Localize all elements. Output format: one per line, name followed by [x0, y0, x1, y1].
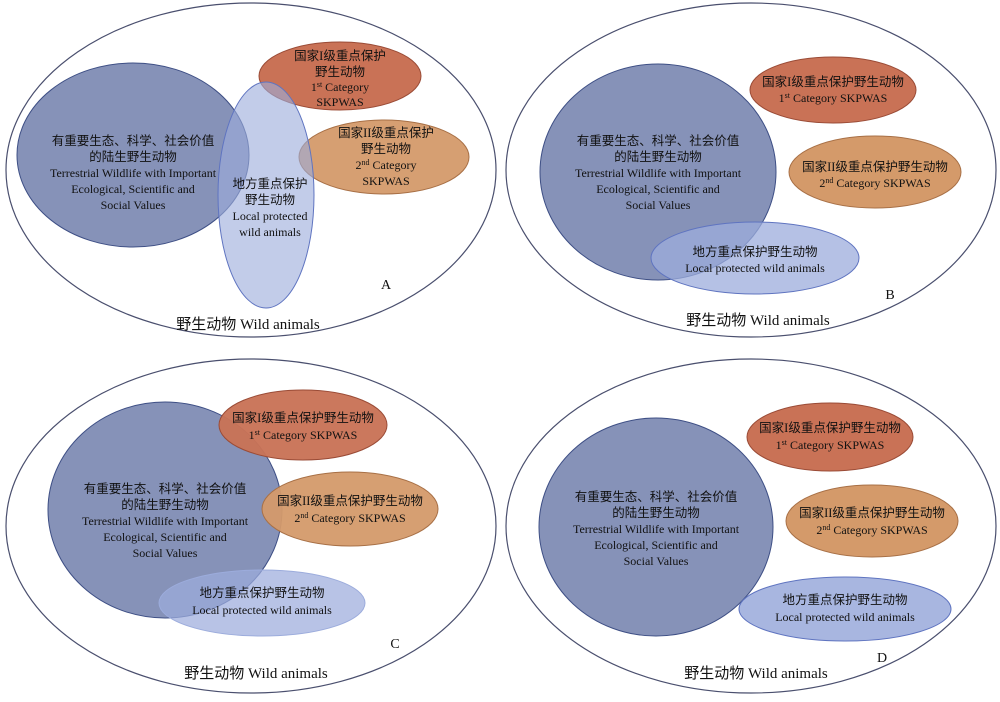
panel-b-local-label-en: Local protected wild animals	[685, 261, 825, 275]
panel-d-category2-ellipse	[785, 484, 959, 558]
panel-a-terrestrial-label-en-3: Social Values	[101, 198, 166, 212]
panel-a-local-label-en-b: wild animals	[239, 225, 301, 239]
panel-d-local-label-en: Local protected wild animals	[775, 610, 915, 624]
panel-c-terrestrial-label-cn-2: 的陆生野生动物	[121, 497, 209, 512]
panel-a-category1-label-cn-b: 野生动物	[315, 65, 365, 79]
panel-c-letter: C	[390, 637, 399, 652]
panel-c-wild-animals-label: 野生动物 Wild animals	[184, 665, 328, 682]
panel-b-terrestrial-label-cn-2: 的陆生野生动物	[614, 149, 702, 164]
panel-c-category1-ellipse	[218, 389, 388, 461]
panel-a-local-label-en-a: Local protected	[233, 209, 308, 223]
panel-b: 有重要生态、科学、社会价值 的陆生野生动物 Terrestrial Wildli…	[505, 2, 997, 338]
panel-c-category2-label-cn: 国家II级重点保护野生动物	[277, 493, 423, 508]
panel-a-category1-label-en-a: 1st Category	[311, 80, 369, 94]
panel-c-category2-label-en: 2nd Category SKPWAS	[294, 511, 405, 525]
panel-a-category2-label-cn-b: 野生动物	[361, 142, 411, 156]
panel-d-letter: D	[877, 651, 887, 666]
panel-d-terrestrial-label-en-2: Ecological, Scientific and	[594, 538, 718, 552]
panel-d-terrestrial-label-cn-2: 的陆生野生动物	[612, 505, 700, 520]
panel-d-category1-label-cn: 国家I级重点保护野生动物	[759, 420, 901, 435]
panel-a-local-label-cn-a: 地方重点保护	[232, 176, 307, 191]
panel-b-category1-ellipse	[749, 56, 917, 124]
panel-d-terrestrial-label-en-3: Social Values	[624, 554, 689, 568]
panel-a-wild-animals-ellipse	[5, 2, 497, 338]
panel-c-local-label-cn: 地方重点保护野生动物	[199, 585, 324, 600]
panel-a-category2-label-cn-a: 国家II级重点保护	[338, 125, 434, 140]
panel-c-category2-ellipse	[261, 471, 439, 547]
panel-d-category2-label-en: 2nd Category SKPWAS	[816, 523, 927, 537]
panel-b-terrestrial-label-cn-1: 有重要生态、科学、社会价值	[577, 133, 740, 148]
panel-d-category1-label-en: 1st Category SKPWAS	[776, 438, 885, 452]
panel-c-category1-label-cn: 国家I级重点保护野生动物	[232, 410, 374, 425]
panel-d-terrestrial-ellipse	[538, 417, 774, 637]
panel-b-terrestrial-label-en-2: Ecological, Scientific and	[596, 182, 720, 196]
panel-a-category2-label-en-b: SKPWAS	[362, 174, 409, 188]
panel-c-terrestrial-label-en-3: Social Values	[133, 546, 198, 560]
panel-a-wild-animals-label: 野生动物 Wild animals	[176, 316, 320, 333]
panel-a-local-ellipse	[217, 81, 315, 309]
panel-b-local-ellipse	[650, 221, 860, 295]
panel-b-wild-animals-ellipse	[505, 2, 997, 338]
panel-a-category2-label-en-a: 2nd Category	[356, 158, 417, 172]
panel-b-category2-ellipse	[788, 135, 962, 209]
panel-b-category2-label-en: 2nd Category SKPWAS	[819, 176, 930, 190]
panel-a-local-label-cn-b: 野生动物	[245, 193, 295, 207]
panel-d-wild-animals-ellipse	[505, 358, 997, 694]
panel-b-wild-animals-label: 野生动物 Wild animals	[686, 312, 830, 329]
panel-b-terrestrial-label-en-3: Social Values	[626, 198, 691, 212]
panel-c: 有重要生态、科学、社会价值 的陆生野生动物 Terrestrial Wildli…	[5, 358, 497, 694]
panel-c-terrestrial-label-cn-1: 有重要生态、科学、社会价值	[84, 481, 247, 496]
panel-a-terrestrial-label-en-1: Terrestrial Wildlife with Important	[50, 166, 217, 180]
panel-a-terrestrial-label-cn-2: 的陆生野生动物	[89, 149, 177, 164]
panel-d-wild-animals-label: 野生动物 Wild animals	[684, 665, 828, 682]
panel-b-local-label-cn: 地方重点保护野生动物	[692, 244, 817, 259]
panel-b-category1-label-en: 1st Category SKPWAS	[779, 91, 888, 105]
panel-b-category2-label-cn: 国家II级重点保护野生动物	[802, 159, 948, 174]
panel-c-terrestrial-label-en-1: Terrestrial Wildlife with Important	[82, 514, 249, 528]
panel-d-category1-ellipse	[746, 402, 914, 472]
panel-d: 有重要生态、科学、社会价值 的陆生野生动物 Terrestrial Wildli…	[505, 358, 997, 694]
panel-b-category1-label-cn: 国家I级重点保护野生动物	[762, 74, 904, 89]
panel-c-terrestrial-label-en-2: Ecological, Scientific and	[103, 530, 227, 544]
panel-c-wild-animals-ellipse	[5, 358, 497, 694]
panel-a-terrestrial-label-en-2: Ecological, Scientific and	[71, 182, 195, 196]
panel-d-category2-label-cn: 国家II级重点保护野生动物	[799, 505, 945, 520]
panel-d-local-ellipse	[738, 576, 952, 642]
panel-a-category1-label-en-b: SKPWAS	[316, 95, 363, 109]
panel-c-category1-label-en: 1st Category SKPWAS	[249, 428, 358, 442]
panel-a-category1-label-cn-a: 国家I级重点保护	[294, 48, 386, 63]
panel-a-letter: A	[381, 278, 392, 293]
panel-d-local-label-cn: 地方重点保护野生动物	[782, 592, 907, 607]
panel-d-terrestrial-label-en-1: Terrestrial Wildlife with Important	[573, 522, 740, 536]
panel-a-terrestrial-label-cn-1: 有重要生态、科学、社会价值	[52, 133, 215, 148]
panel-d-terrestrial-label-cn-1: 有重要生态、科学、社会价值	[575, 489, 738, 504]
panel-c-local-label-en: Local protected wild animals	[192, 603, 332, 617]
panel-c-local-ellipse	[158, 569, 366, 637]
panel-a-category1-ellipse	[258, 41, 422, 111]
panel-a: 有重要生态、科学、社会价值 的陆生野生动物 Terrestrial Wildli…	[5, 2, 497, 338]
panel-b-terrestrial-label-en-1: Terrestrial Wildlife with Important	[575, 166, 742, 180]
panel-b-letter: B	[885, 288, 894, 303]
